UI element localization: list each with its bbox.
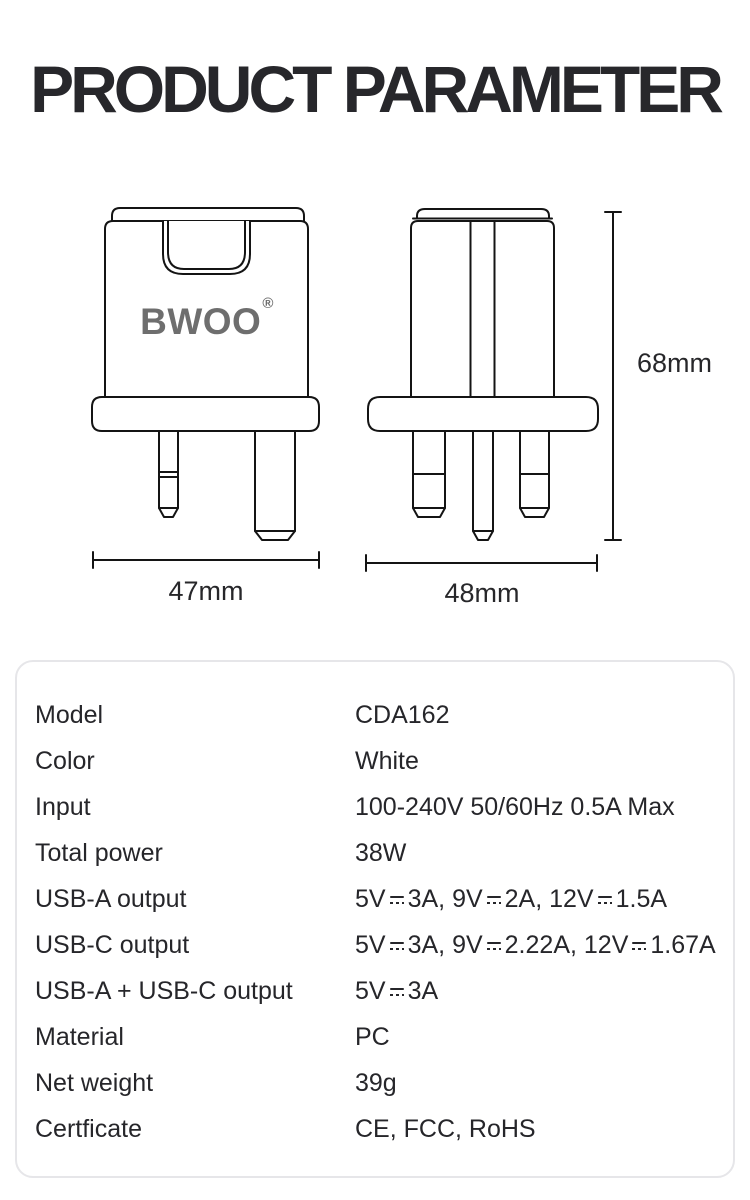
spec-row: Certficate CE, FCC, RoHS: [17, 1106, 733, 1152]
spec-value: 39g: [355, 1068, 397, 1097]
spec-value: CE, FCC, RoHS: [355, 1114, 536, 1143]
spec-label: Certficate: [35, 1114, 142, 1143]
dc-symbol: [597, 894, 613, 908]
side-view-drawing: [365, 208, 622, 572]
dc-symbol: [389, 986, 405, 1000]
spec-value: 38W: [355, 838, 407, 867]
spec-label: Input: [35, 792, 91, 821]
charger-cap: [111, 207, 305, 222]
side-flange: [367, 396, 599, 432]
side-height-dimension-line: [604, 211, 622, 541]
usb-recess-inner: [167, 220, 246, 270]
side-cap: [416, 208, 550, 219]
brand-logo: BWOO®: [105, 296, 308, 342]
spec-label: USB-A output: [35, 884, 187, 913]
front-left-prong-lines: [158, 471, 179, 509]
side-left-prong-lines: [412, 473, 446, 509]
dc-symbol: [389, 940, 405, 954]
brand-logo-text: BWOO: [140, 301, 262, 342]
spec-value: CDA162: [355, 700, 450, 729]
spec-value: 100-240V 50/60Hz 0.5A Max: [355, 792, 675, 821]
registered-trademark-icon: ®: [262, 294, 274, 312]
front-right-prong: [254, 429, 296, 541]
spec-row: Material PC: [17, 1014, 733, 1060]
side-height-dimension-label: 68mm: [637, 348, 713, 378]
spec-value: PC: [355, 1022, 390, 1051]
dc-symbol: [486, 894, 502, 908]
front-view-drawing: [91, 207, 320, 569]
spec-label: Net weight: [35, 1068, 154, 1097]
side-right-prong-lines: [519, 473, 550, 509]
side-body: [410, 220, 555, 401]
page-title: PRODUCT PARAMETER: [30, 52, 724, 126]
spec-label: USB-A + USB-C output: [35, 976, 293, 1005]
spec-label: Color: [35, 746, 95, 775]
usb-recess-outer: [162, 220, 251, 275]
front-width-dimension-label: 47mm: [168, 576, 244, 606]
spec-label: Material: [35, 1022, 124, 1051]
front-width-dimension-line: [92, 551, 320, 569]
side-width-dimension-label: 48mm: [444, 578, 520, 608]
spec-row: Net weight 39g: [17, 1060, 733, 1106]
spec-value: White: [355, 746, 419, 775]
spec-label: Total power: [35, 838, 163, 867]
spec-label: USB-C output: [35, 930, 190, 959]
spec-row: Input 100-240V 50/60Hz 0.5A Max: [17, 784, 733, 830]
front-left-prong: [158, 429, 179, 518]
spec-row: Total power 38W: [17, 830, 733, 876]
spec-row: Model CDA162: [17, 692, 733, 738]
front-flange: [91, 396, 320, 432]
dc-symbol: [486, 940, 502, 954]
spec-label: Model: [35, 700, 104, 729]
dc-symbol: [631, 940, 647, 954]
side-width-dimension-line: [365, 554, 598, 572]
spec-row: Color White: [17, 738, 733, 784]
dc-symbol: [389, 894, 405, 908]
side-channel-lines: [469, 221, 496, 398]
side-middle-prong: [472, 429, 494, 541]
